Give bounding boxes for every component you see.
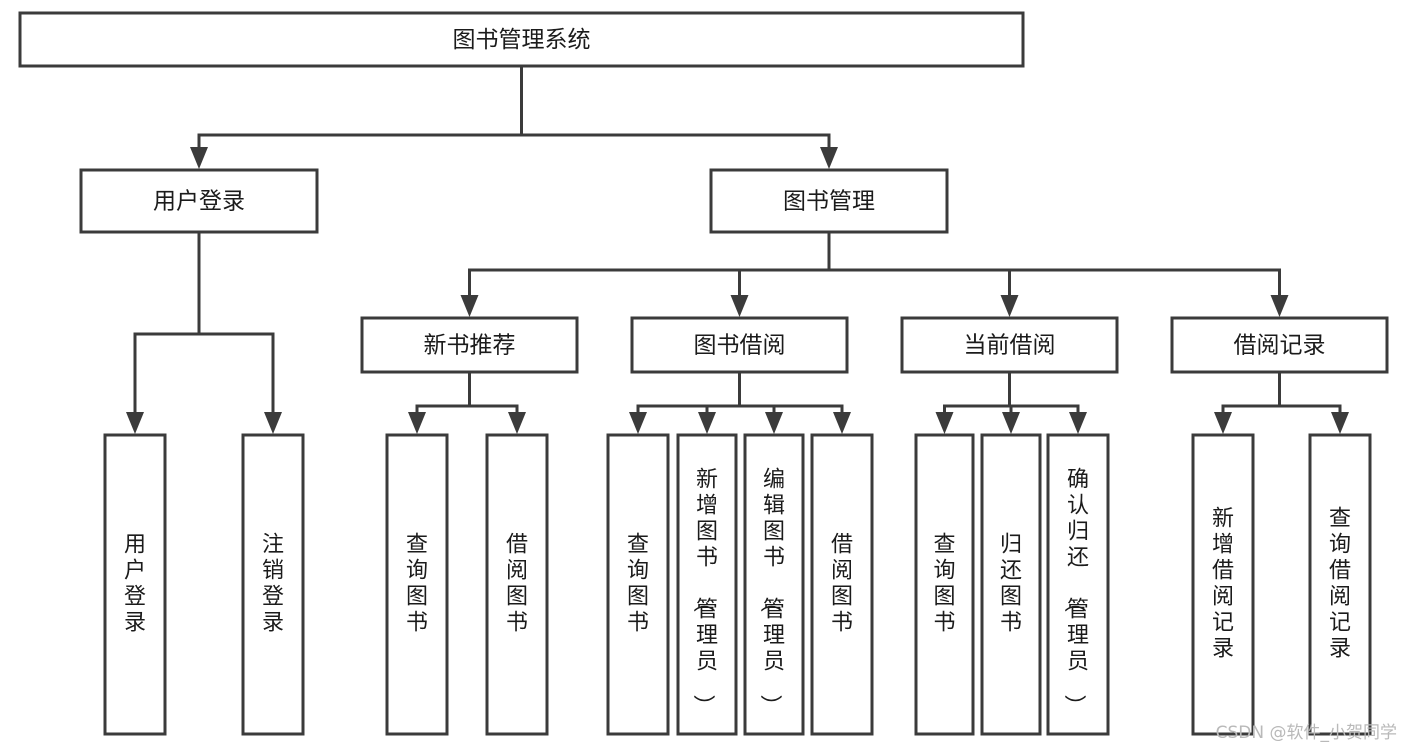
node-box-book-manage: [709, 168, 949, 234]
node-label-user-login: 用户登录: [153, 189, 245, 215]
arrow-head-icon-book-borrow-to-leaf-add-book-admin: [698, 412, 716, 434]
node-leaf-rec-query-book[interactable]: 查询图书: [385, 433, 449, 736]
node-box-leaf-borrow-query-book: [606, 433, 670, 736]
node-box-leaf-confirm-return-admin: [1046, 433, 1110, 736]
node-label-current-borrow: 当前借阅: [964, 333, 1056, 359]
node-box-user-login: [79, 168, 319, 234]
arrow-head-icon-root-to-book-manage: [820, 147, 838, 169]
node-label-leaf-user-login: 用户登录: [124, 533, 146, 636]
node-leaf-return-book[interactable]: 归还图书: [980, 433, 1042, 736]
node-layer: 图书管理系统用户登录图书管理新书推荐图书借阅当前借阅借阅记录用户登录注销登录查询…: [18, 11, 1389, 736]
node-book-manage[interactable]: 图书管理: [709, 168, 949, 234]
node-label-leaf-add-borrow-record: 新增借阅记录: [1212, 507, 1234, 662]
arrow-head-icon-current-borrow-to-leaf-confirm-return-admin: [1069, 412, 1087, 434]
arrow-head-icon-user-login-to-leaf-user-login: [126, 412, 144, 434]
node-leaf-add-book-admin[interactable]: 新增图书（管理员）: [676, 433, 738, 736]
node-box-leaf-logout: [241, 433, 305, 736]
node-label-new-book-rec: 新书推荐: [424, 333, 516, 359]
node-current-borrow[interactable]: 当前借阅: [900, 316, 1119, 374]
arrow-head-icon-book-borrow-to-leaf-borrow-book: [833, 412, 851, 434]
node-leaf-borrow-book[interactable]: 借阅图书: [810, 433, 874, 736]
node-label-leaf-confirm-return-admin: 确认归还（管理员）: [1061, 468, 1089, 717]
connector-layer: [126, 64, 1349, 434]
node-leaf-borrow-query-book[interactable]: 查询图书: [606, 433, 670, 736]
arrow-head-icon-user-login-to-leaf-logout: [264, 412, 282, 434]
arrow-head-icon-book-manage-to-borrow-record: [1270, 295, 1289, 317]
node-new-book-rec[interactable]: 新书推荐: [360, 316, 579, 374]
node-box-leaf-query-borrow-record: [1308, 433, 1372, 736]
node-leaf-query-borrow-record[interactable]: 查询借阅记录: [1308, 433, 1372, 736]
node-user-login[interactable]: 用户登录: [79, 168, 319, 234]
node-label-leaf-rec-query-book: 查询图书: [406, 533, 428, 636]
node-label-root: 图书管理系统: [453, 27, 591, 53]
node-leaf-rec-borrow-book[interactable]: 借阅图书: [485, 433, 549, 736]
node-box-borrow-record: [1170, 316, 1389, 374]
node-leaf-confirm-return-admin[interactable]: 确认归还（管理员）: [1046, 433, 1110, 736]
node-box-leaf-return-book: [980, 433, 1042, 736]
node-label-leaf-add-book-admin: 新增图书（管理员）: [690, 468, 718, 717]
arrow-head-icon-current-borrow-to-leaf-return-book: [1002, 412, 1020, 434]
node-box-root: [18, 11, 1025, 68]
node-box-leaf-add-book-admin: [676, 433, 738, 736]
arrow-head-icon-book-manage-to-new-book-rec: [460, 295, 479, 317]
arrow-head-icon-root-to-user-login: [190, 147, 208, 169]
arrow-head-icon-current-borrow-to-leaf-cur-query-book: [935, 412, 954, 434]
arrow-head-icon-book-manage-to-book-borrow: [730, 295, 749, 317]
arrow-head-icon-new-book-rec-to-leaf-rec-query-book: [408, 412, 426, 434]
node-box-current-borrow: [900, 316, 1119, 374]
arrow-head-icon-borrow-record-to-leaf-add-borrow-record: [1214, 412, 1232, 434]
arrow-head-icon-borrow-record-to-leaf-query-borrow-record: [1331, 412, 1349, 434]
node-label-leaf-query-borrow-record: 查询借阅记录: [1329, 507, 1351, 662]
arrow-head-icon-new-book-rec-to-leaf-rec-borrow-book: [508, 412, 526, 434]
node-box-leaf-add-borrow-record: [1191, 433, 1255, 736]
node-box-leaf-user-login: [103, 433, 167, 736]
node-label-leaf-logout: 注销登录: [262, 533, 284, 636]
node-leaf-cur-query-book[interactable]: 查询图书: [914, 433, 975, 736]
node-leaf-user-login[interactable]: 用户登录: [103, 433, 167, 736]
node-label-leaf-borrow-query-book: 查询图书: [627, 533, 649, 636]
node-borrow-record[interactable]: 借阅记录: [1170, 316, 1389, 374]
node-label-leaf-edit-book-admin: 编辑图书（管理员）: [757, 468, 785, 717]
node-label-borrow-record: 借阅记录: [1234, 333, 1326, 359]
node-box-leaf-edit-book-admin: [743, 433, 805, 736]
node-box-new-book-rec: [360, 316, 579, 374]
node-label-leaf-cur-query-book: 查询图书: [933, 533, 955, 636]
node-leaf-edit-book-admin[interactable]: 编辑图书（管理员）: [743, 433, 805, 736]
node-box-book-borrow: [630, 316, 849, 374]
arrow-head-icon-book-borrow-to-leaf-borrow-query-book: [629, 412, 647, 434]
node-label-leaf-rec-borrow-book: 借阅图书: [506, 533, 528, 636]
node-leaf-add-borrow-record[interactable]: 新增借阅记录: [1191, 433, 1255, 736]
node-label-book-manage: 图书管理: [783, 189, 875, 215]
node-box-leaf-cur-query-book: [914, 433, 975, 736]
node-label-leaf-borrow-book: 借阅图书: [831, 533, 853, 636]
node-leaf-logout[interactable]: 注销登录: [241, 433, 305, 736]
node-box-leaf-rec-query-book: [385, 433, 449, 736]
node-box-leaf-rec-borrow-book: [485, 433, 549, 736]
arrow-head-icon-book-borrow-to-leaf-edit-book-admin: [765, 412, 783, 434]
node-label-book-borrow: 图书借阅: [694, 333, 786, 359]
node-label-leaf-return-book: 归还图书: [1000, 533, 1022, 636]
node-book-borrow[interactable]: 图书借阅: [630, 316, 849, 374]
node-root[interactable]: 图书管理系统: [18, 11, 1025, 68]
node-box-leaf-borrow-book: [810, 433, 874, 736]
arrow-head-icon-book-manage-to-current-borrow: [1000, 295, 1019, 317]
